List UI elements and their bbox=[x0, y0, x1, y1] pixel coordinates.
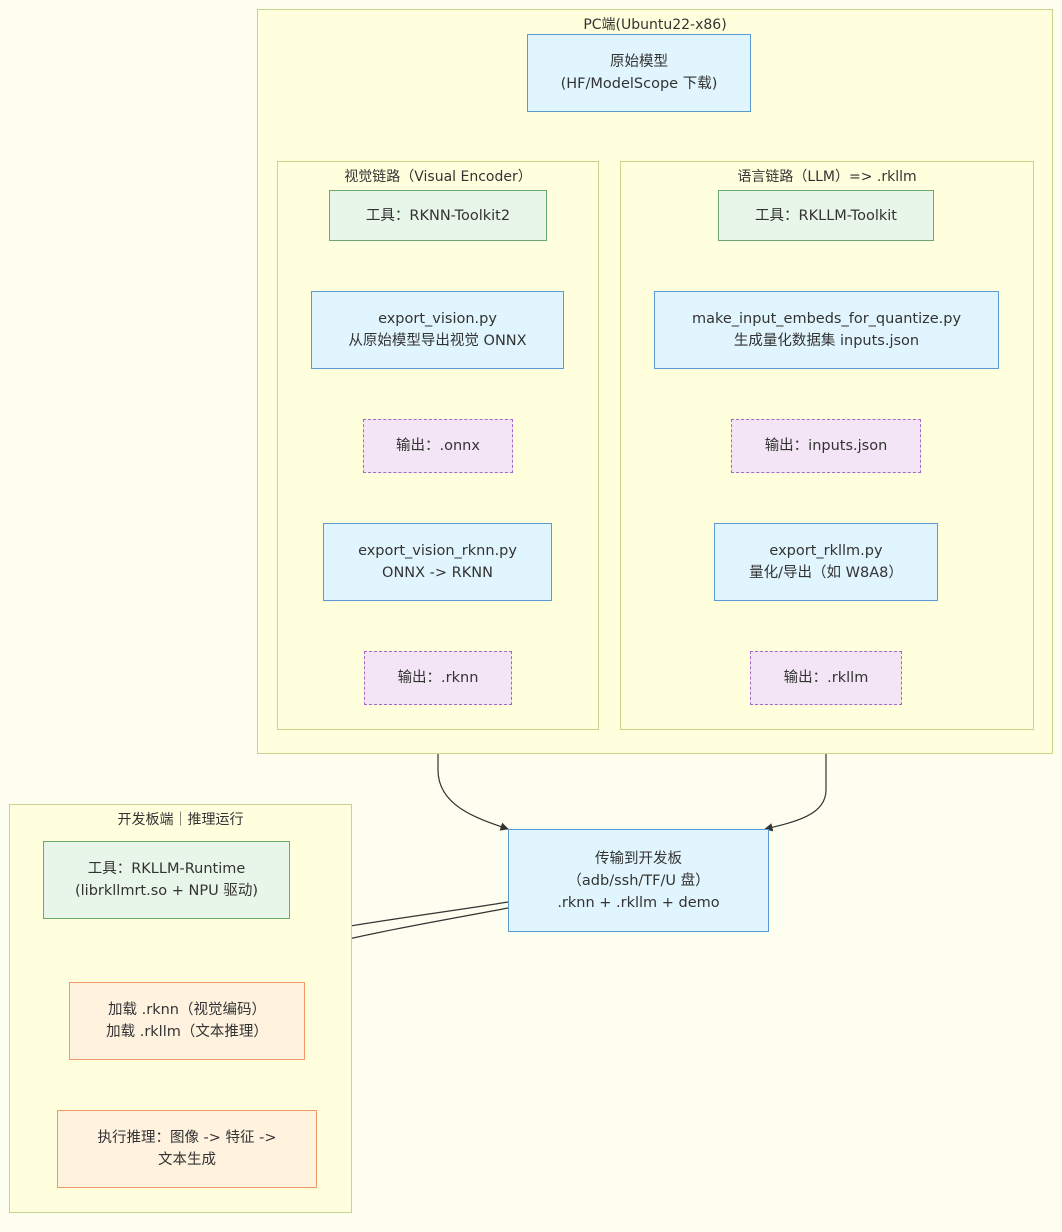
node-make-input-embeds: make_input_embeds_for_quantize.py 生成量化数据… bbox=[654, 291, 999, 369]
node-line: 输出：.rknn bbox=[397, 670, 479, 686]
cluster-pc-title: PC端(Ubuntu22-x86) bbox=[583, 17, 727, 33]
cluster-board-title: 开发板端｜推理运行 bbox=[117, 812, 244, 828]
node-rkllm-runtime: 工具：RKLLM-Runtime (librkllmrt.so + NPU 驱动… bbox=[43, 841, 290, 919]
node-line: 从原始模型导出视觉 ONNX bbox=[348, 333, 527, 349]
node-line: 输出：.rkllm bbox=[783, 670, 869, 686]
node-line: 工具：RKLLM-Toolkit bbox=[755, 207, 897, 224]
node-output-onnx: 输出：.onnx bbox=[363, 419, 513, 473]
node-line: .rknn + .rkllm + demo bbox=[557, 894, 720, 911]
node-original-model: 原始模型 (HF/ModelScope 下载) bbox=[527, 34, 751, 112]
node-transfer-to-board: 传输到开发板 （adb/ssh/TF/U 盘） .rknn + .rkllm +… bbox=[508, 829, 769, 932]
node-line: 工具：RKNN-Toolkit2 bbox=[365, 207, 511, 224]
node-rkllm-toolkit: 工具：RKLLM-Toolkit bbox=[718, 190, 934, 241]
node-line: export_vision_rknn.py bbox=[358, 543, 517, 559]
cluster-llm-title: 语言链路（LLM）=> .rkllm bbox=[737, 169, 917, 185]
node-output-inputs-json: 输出：inputs.json bbox=[731, 419, 921, 473]
node-line: 传输到开发板 bbox=[595, 850, 682, 867]
node-line: 量化/导出（如 W8A8） bbox=[749, 565, 903, 581]
node-line: export_vision.py bbox=[378, 311, 497, 327]
node-line: export_rkllm.py bbox=[769, 543, 883, 559]
node-export-vision: export_vision.py 从原始模型导出视觉 ONNX bbox=[311, 291, 564, 369]
node-line: 加载 .rkllm（文本推理） bbox=[106, 1024, 268, 1040]
node-rknn-toolkit2: 工具：RKNN-Toolkit2 bbox=[329, 190, 547, 241]
node-line: 原始模型 bbox=[610, 54, 668, 70]
node-line: (HF/ModelScope 下载) bbox=[560, 76, 718, 92]
node-line: (librkllmrt.so + NPU 驱动) bbox=[75, 883, 258, 899]
node-line: 生成量化数据集 inputs.json bbox=[733, 333, 920, 349]
node-line: 文本生成 bbox=[158, 1152, 216, 1168]
node-line: make_input_embeds_for_quantize.py bbox=[691, 311, 962, 327]
cluster-vision-title: 视觉链路（Visual Encoder） bbox=[344, 169, 532, 185]
node-run-inference: 执行推理：图像 -> 特征 -> 文本生成 bbox=[57, 1110, 317, 1188]
node-line: 输出：.onnx bbox=[396, 438, 480, 454]
node-line: 工具：RKLLM-Runtime bbox=[87, 861, 246, 877]
node-output-rkllm: 输出：.rkllm bbox=[750, 651, 902, 705]
node-line: 输出：inputs.json bbox=[764, 438, 888, 454]
node-export-vision-rknn: export_vision_rknn.py ONNX -> RKNN bbox=[323, 523, 552, 601]
node-output-rknn: 输出：.rknn bbox=[364, 651, 512, 705]
node-line: 执行推理：图像 -> 特征 -> bbox=[97, 1130, 277, 1146]
node-export-rkllm: export_rkllm.py 量化/导出（如 W8A8） bbox=[714, 523, 938, 601]
node-line: （adb/ssh/TF/U 盘） bbox=[567, 872, 710, 889]
node-line: ONNX -> RKNN bbox=[382, 565, 493, 581]
node-line: 加载 .rknn（视觉编码） bbox=[108, 1002, 266, 1018]
node-load-models: 加载 .rknn（视觉编码） 加载 .rkllm（文本推理） bbox=[69, 982, 305, 1060]
